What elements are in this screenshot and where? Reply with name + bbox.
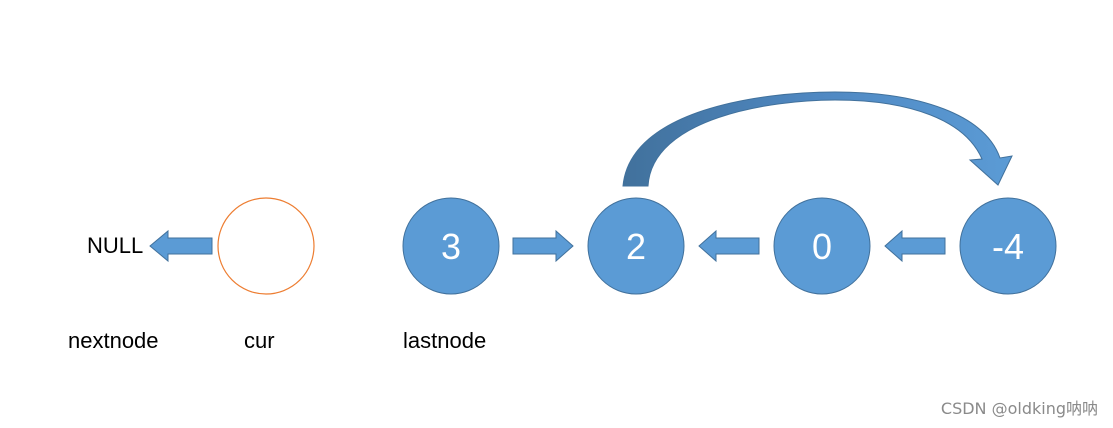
curved-arrow [622, 91, 1013, 187]
label-cur: cur [244, 328, 275, 353]
watermark: CSDN @oldking呐呐 [941, 399, 1098, 418]
arrow-0-to-2 [698, 229, 760, 263]
label-nextnode: nextnode [68, 328, 159, 353]
node-circle [587, 197, 685, 295]
arrow-neg4-to-0 [884, 229, 946, 263]
node-value: 2 [626, 226, 646, 267]
node-3: 3 [402, 197, 500, 295]
node-2: 2 [587, 197, 685, 295]
node-circle [217, 197, 315, 295]
node-circle [959, 197, 1057, 295]
node-circle [402, 197, 500, 295]
node-circle [773, 197, 871, 295]
arrow-cur-to-null [149, 229, 213, 263]
null-label: NULL [87, 233, 143, 258]
node-value: -4 [992, 226, 1024, 267]
node-cur [217, 197, 315, 295]
node-value: 0 [812, 226, 832, 267]
node-value: 3 [441, 226, 461, 267]
label-lastnode: lastnode [403, 328, 486, 353]
node-0: 0 [773, 197, 871, 295]
node-neg4: -4 [959, 197, 1057, 295]
arrow-3-to-2 [512, 229, 574, 263]
